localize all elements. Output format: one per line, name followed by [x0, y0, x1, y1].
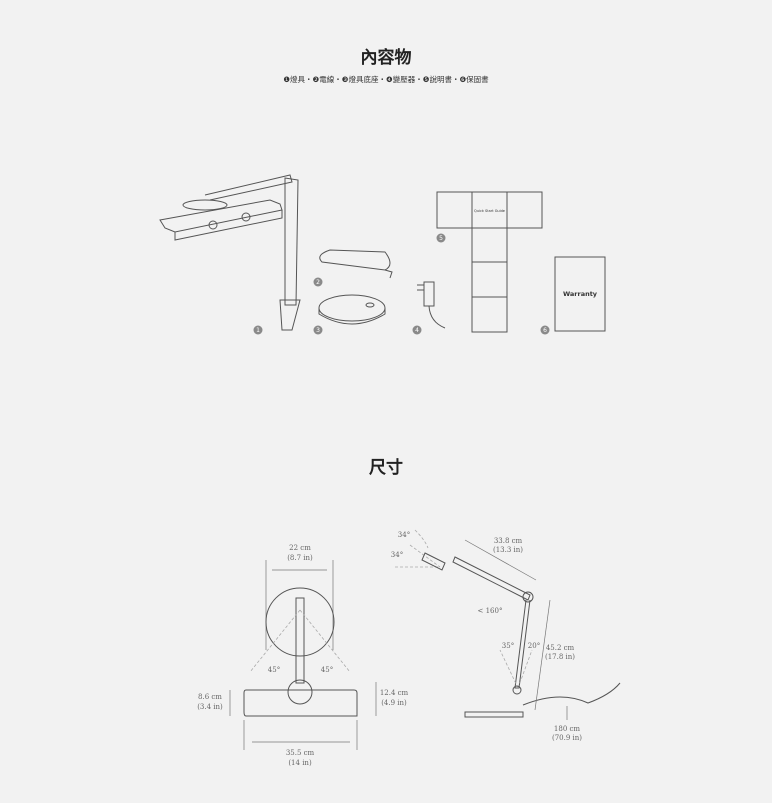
height-label: 12.4 cm	[380, 689, 409, 697]
arm-length-label: 33.8 cm	[494, 537, 523, 545]
quick-start-guide-illustration: Quick Start Guide	[436, 191, 543, 333]
elbow-angle-label: < 160°	[478, 607, 503, 615]
cable-length-label: 180 cm	[554, 725, 581, 733]
guide-label: Quick Start Guide	[474, 209, 505, 213]
base-height-label: 8.6 cm	[198, 693, 222, 701]
tilt-up-label: 34°	[398, 531, 410, 539]
total-height-in-label: (17.8 in)	[545, 653, 575, 661]
item-number-badges: 1 2 3 4 5 6	[253, 233, 550, 335]
lamp-illustration	[159, 174, 301, 331]
cable-length-in-label: (70.9 in)	[552, 734, 582, 742]
angle-right-label: 45°	[321, 666, 333, 674]
angle-left-label: 45°	[268, 666, 280, 674]
badge-3	[313, 325, 323, 335]
base-width-in-label: (14 in)	[288, 759, 312, 767]
cable-illustration	[319, 249, 393, 279]
forward-angle-label: 20°	[528, 642, 540, 650]
base-illustration	[318, 294, 386, 325]
badge-1	[253, 325, 263, 335]
warranty-illustration: Warranty	[554, 256, 606, 332]
badge-2-label: 2	[316, 279, 320, 286]
tilt-down-label: 34°	[391, 551, 403, 559]
total-height-label: 45.2 cm	[546, 644, 575, 652]
contents-title: 內容物	[360, 48, 412, 68]
badge-1-label: 1	[256, 327, 260, 334]
badge-2	[313, 277, 323, 287]
head-width-in-label: (8.7 in)	[287, 554, 313, 562]
adapter-illustration	[417, 281, 446, 329]
side-view-diagram: 34° 34° 33.8 cm (13.3 in) < 160° 35° 20°…	[391, 529, 621, 742]
warranty-label: Warranty	[563, 290, 598, 298]
head-width-label: 22 cm	[289, 544, 311, 552]
badge-5-label: 5	[439, 235, 443, 242]
badge-3-label: 3	[316, 327, 320, 334]
base-width-label: 35.5 cm	[286, 749, 315, 757]
back-angle-label: 35°	[502, 642, 514, 650]
front-view-diagram: 22 cm (8.7 in) 45° 45° 8.6 cm (3.4 in) 1…	[197, 544, 408, 767]
base-height-in-label: (3.4 in)	[197, 703, 223, 711]
badge-4-label: 4	[415, 327, 419, 334]
dimensions-title: 尺寸	[369, 458, 403, 478]
badge-4	[412, 325, 422, 335]
arm-length-in-label: (13.3 in)	[493, 546, 523, 554]
height-in-label: (4.9 in)	[381, 699, 407, 707]
badge-5	[436, 233, 446, 243]
contents-list: ❶燈具・❷電線・❸燈具底座・❹變壓器・❺說明書・❻保固書	[283, 75, 489, 84]
badge-6-label: 6	[543, 327, 547, 334]
badge-6	[540, 325, 550, 335]
